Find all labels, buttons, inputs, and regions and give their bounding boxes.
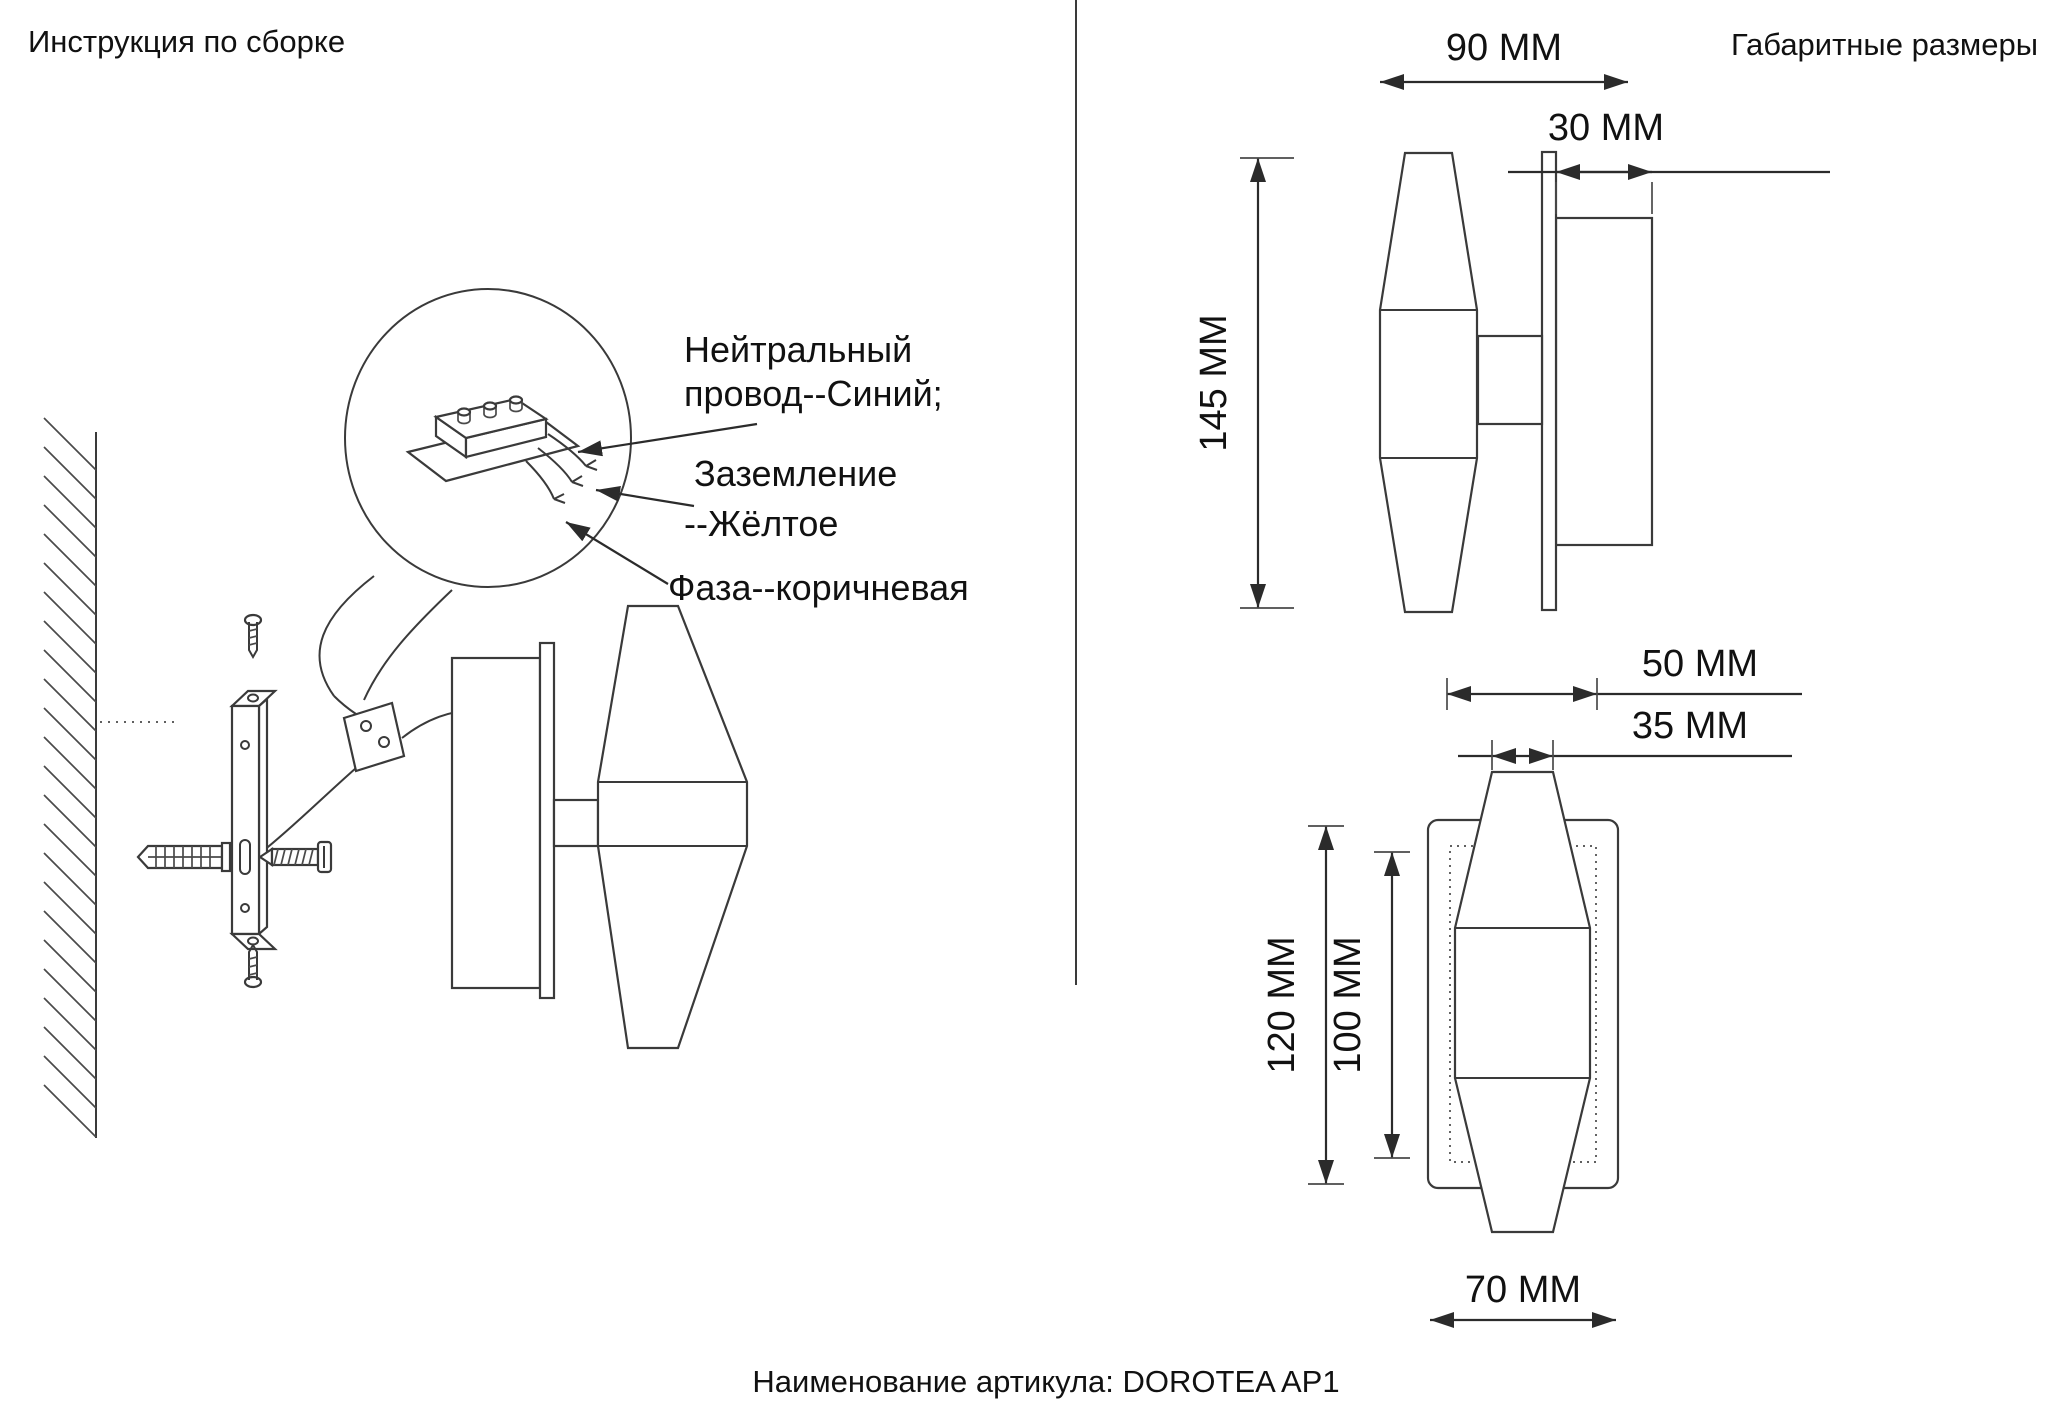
wiring-labels: Нейтральный провод--Синий; Заземление --…: [565, 329, 969, 608]
terminal-screws: [456, 395, 524, 425]
terminal-balloon: [344, 288, 632, 588]
dim-shade-width: 50 MM: [1446, 643, 1802, 710]
dim-120-label: 120 MM: [1261, 936, 1303, 1073]
dim-plate-depth: 30 MM: [1508, 107, 1830, 214]
dim-100-label: 100 MM: [1327, 936, 1369, 1073]
terminal-block: [405, 395, 598, 504]
dim-total-depth: 90 MM: [1380, 27, 1628, 90]
dim-shade-top-width: 35 MM: [1458, 705, 1792, 770]
leader-ground: [595, 485, 695, 508]
dim-50-label: 50 MM: [1642, 643, 1758, 685]
dim-30-label: 30 MM: [1548, 107, 1664, 149]
right-panel-title: Габаритные размеры: [1731, 27, 2038, 62]
terminal-bracket-plate: [342, 701, 406, 773]
label-ground-line1: Заземление: [694, 453, 897, 494]
label-neutral-line1: Нейтральный: [684, 329, 912, 370]
dim-90-label: 90 MM: [1446, 27, 1562, 69]
leader-phase: [565, 521, 669, 585]
label-phase: Фаза--коричневая: [668, 567, 969, 608]
mounting-bracket: [229, 689, 278, 951]
dim-plate-width: 70 MM: [1430, 1269, 1616, 1328]
lamp-side-view-dimensioned: [1378, 150, 1654, 614]
dimension-drawings: 90 MM 30 MM 145 MM: [1193, 27, 1830, 1328]
bracket-screw-top: [243, 613, 263, 660]
left-panel-title: Инструкция по сборке: [28, 24, 345, 59]
dim-70-label: 70 MM: [1465, 1269, 1581, 1311]
mounting-screw: [258, 840, 333, 874]
wire-fork-ends: [525, 433, 598, 504]
lamp-side-view: [450, 604, 749, 1050]
leader-neutral: [577, 422, 758, 457]
footer-article-name: Наименование артикула: DOROTEA AP1: [752, 1364, 1339, 1399]
wall-hatching: [43, 417, 97, 1138]
wall-anchor: [136, 841, 232, 873]
dim-35-label: 35 MM: [1632, 705, 1748, 747]
label-neutral-line2: провод--Синий;: [684, 373, 943, 414]
dim-shade-height: 145 MM: [1193, 157, 1294, 609]
dim-mount-height: 100 MM: [1327, 851, 1410, 1159]
label-ground-line2: --Жёлтое: [684, 503, 838, 544]
lamp-front-view-dimensioned: [1426, 770, 1620, 1234]
dim-plate-height: 120 MM: [1261, 825, 1344, 1185]
assembly-diagram: Нейтральный провод--Синий; Заземление --…: [43, 288, 969, 1138]
dim-145-label: 145 MM: [1193, 314, 1235, 451]
bracket-screw-bottom: [243, 942, 263, 989]
